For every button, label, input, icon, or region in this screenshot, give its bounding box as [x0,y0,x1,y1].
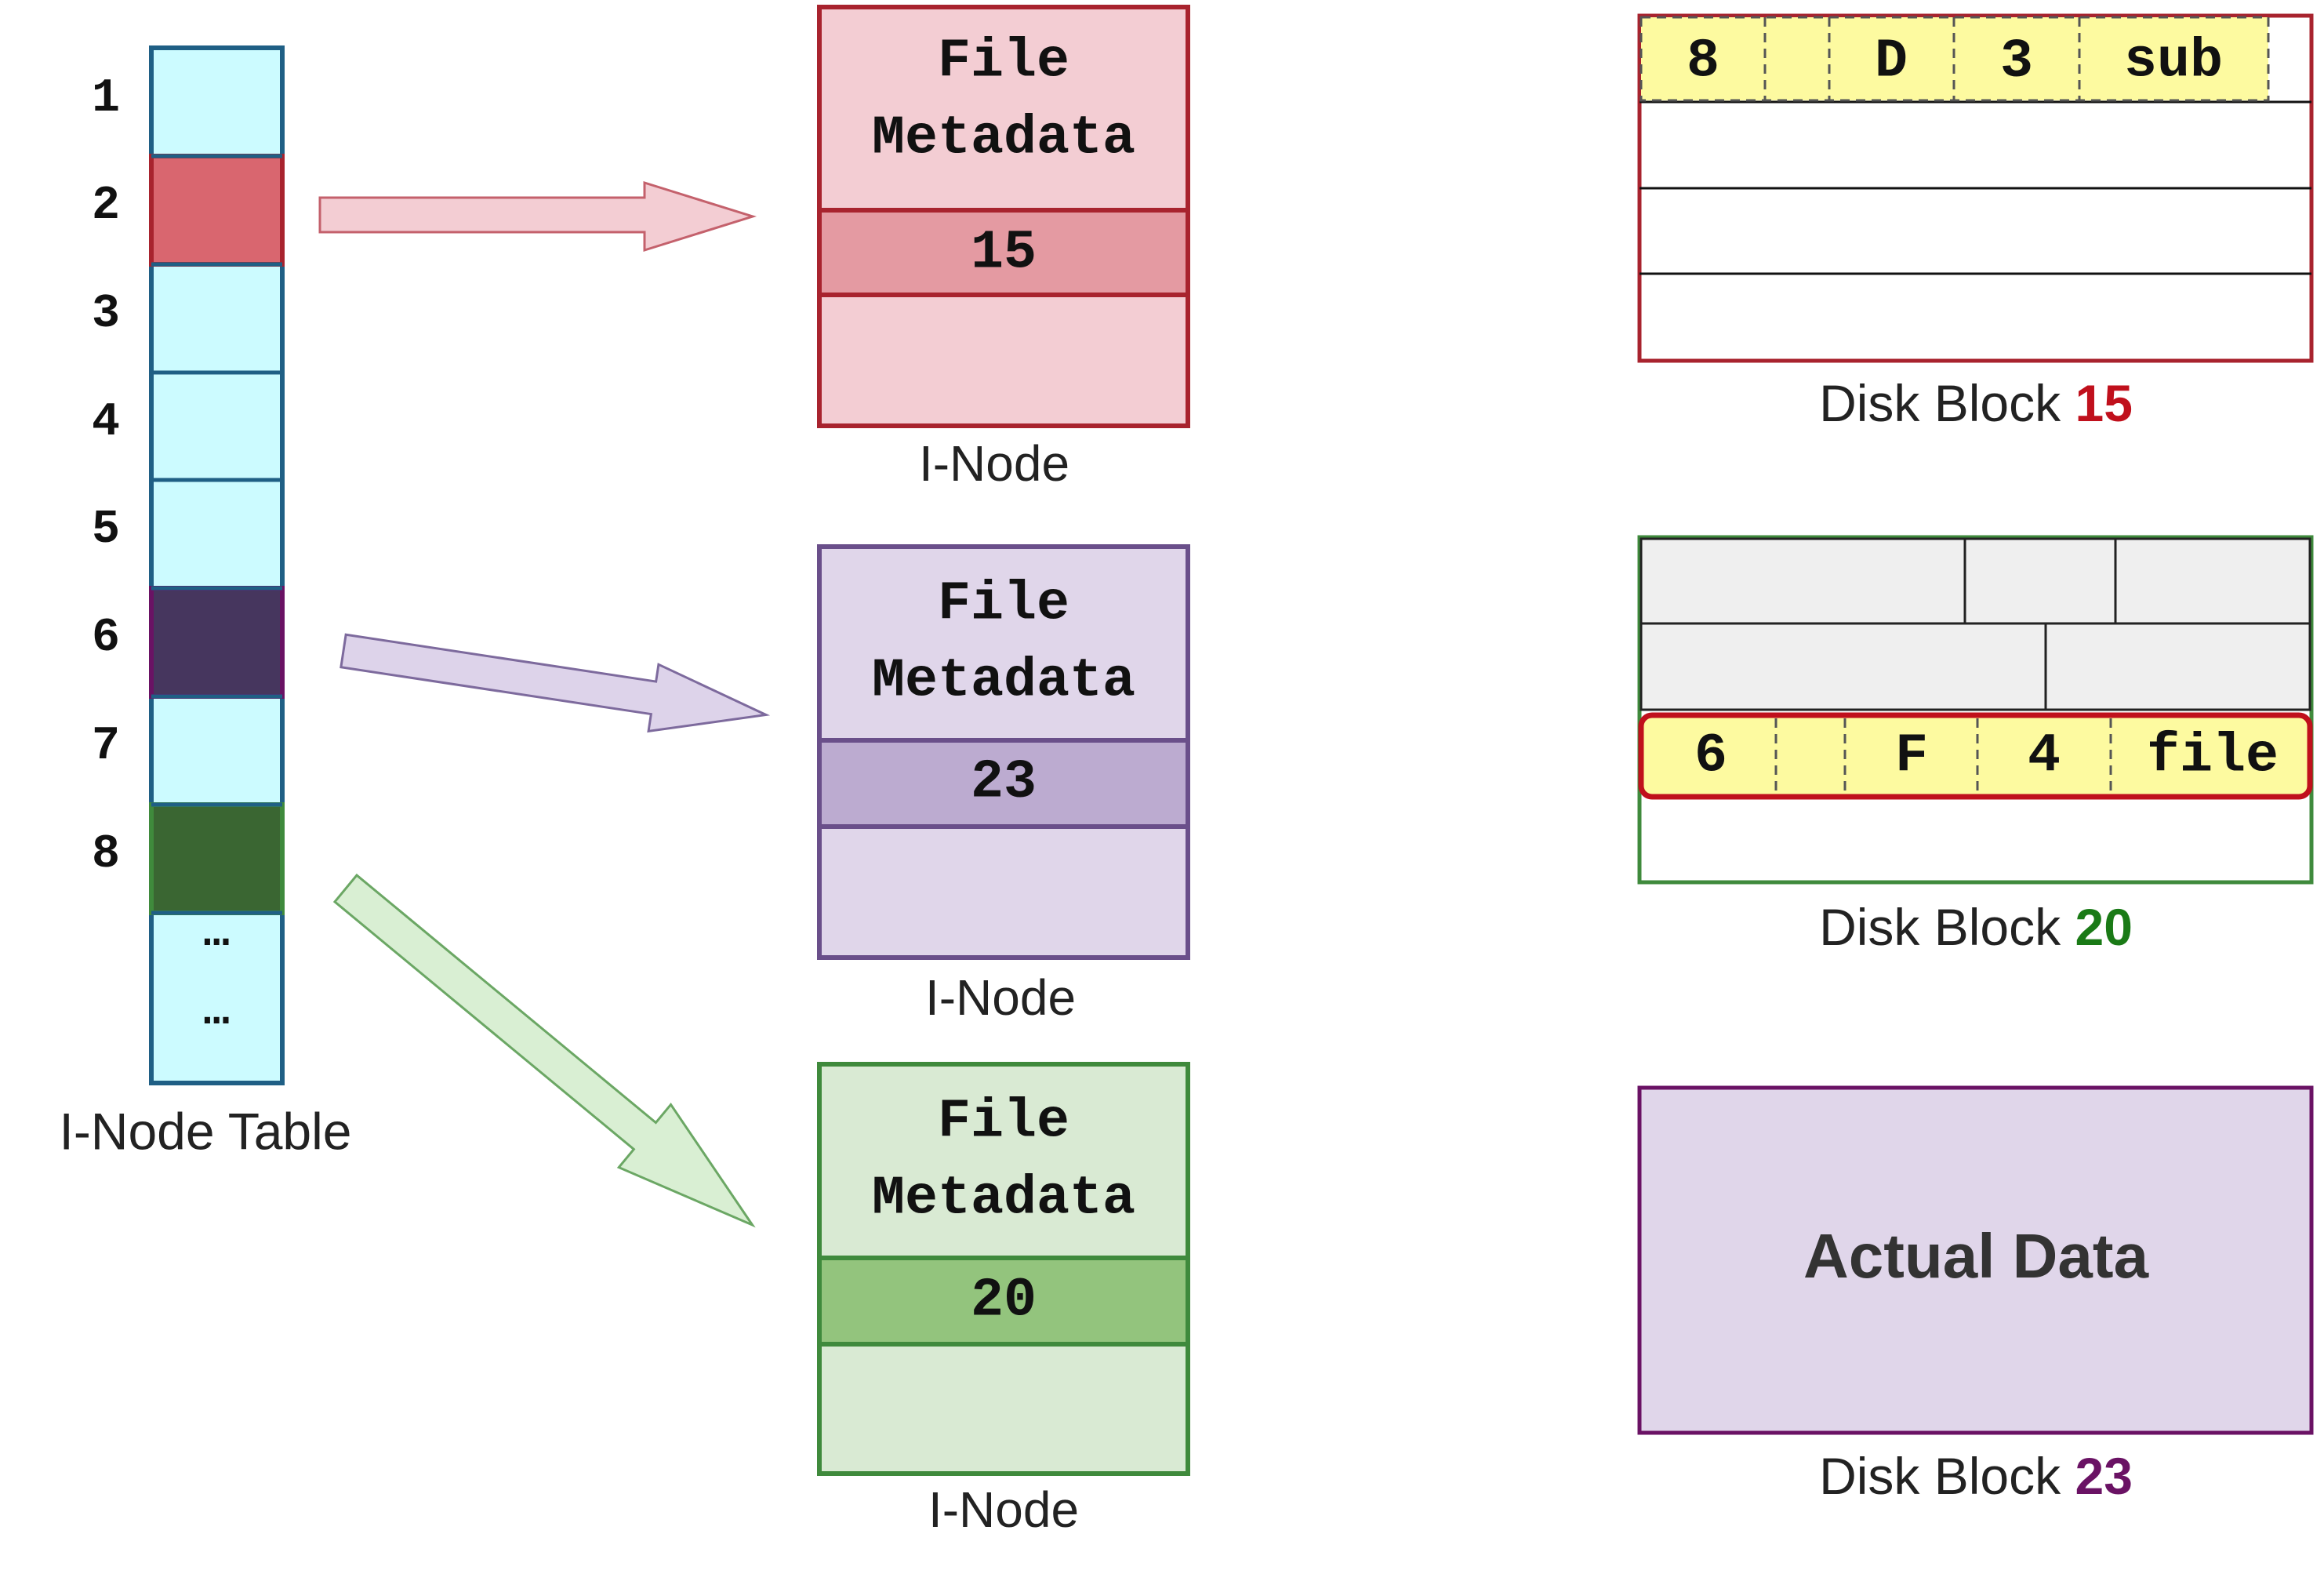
inode-23-caption: I-Node [925,969,1076,1026]
row-number-7: 7 [92,720,120,773]
table-ellipsis-1: … [203,908,230,958]
inode-15: File Metadata 15 I-Node [817,5,1190,492]
disk-block-15: 8 D 3 sub Disk Block 15 [1637,13,2314,432]
entry-file-type: F [1895,725,1928,787]
arrow-row2-to-inode15 [318,180,757,253]
entry-file-name: file [2147,725,2279,787]
entry-sub-length: 3 [2000,31,2033,93]
inode-15-pointer [817,208,1190,297]
entry-file-inode: 6 [1694,725,1727,787]
entry-sub-name: sub [2124,31,2223,93]
table-ellipsis-2: … [203,987,230,1037]
arrow-row6-to-inode23 [340,633,771,733]
inode-table-row-2 [149,154,285,267]
inode-table: 1 2 3 4 5 6 7 8 … … I-Node Table [59,45,352,1160]
inode-23-metadata-line1: File [938,573,1069,635]
inode-23-block-number: 23 [971,751,1037,813]
row-number-1: 1 [92,72,120,125]
row-number-5: 5 [92,503,120,557]
inode-15-caption: I-Node [919,435,1069,492]
inode-23: File Metadata 23 I-Node [817,544,1190,1026]
inode-20: File Metadata 20 I-Node [817,1062,1190,1538]
inode-20-pointer [817,1256,1190,1347]
inode-table-caption: I-Node Table [59,1102,351,1160]
row-number-4: 4 [92,396,120,449]
entry-sub-type: D [1875,31,1908,93]
inode-20-metadata-line1: File [938,1091,1069,1153]
row-number-6: 6 [92,612,120,665]
row-number-2: 2 [92,180,120,233]
entry-file-length: 4 [2028,725,2061,787]
disk-block-20-caption: Disk Block 20 [1819,898,2133,956]
disk-block-15-caption: Disk Block 15 [1819,374,2133,432]
inode-15-metadata-line1: File [938,31,1069,93]
inode-15-block-number: 15 [971,222,1037,284]
inode-20-block-number: 20 [971,1270,1037,1332]
inode-23-metadata-line2: Metadata [872,650,1135,712]
inode-20-caption: I-Node [928,1481,1079,1538]
disk-block-23: Actual Data Disk Block 23 [1637,1085,2314,1505]
actual-data-label: Actual Data [1803,1221,2149,1291]
arrow-row8-to-inode20 [332,873,756,1228]
row-number-3: 3 [92,288,120,341]
disk-block-23-caption: Disk Block 23 [1819,1447,2133,1505]
directory-entry-sub: 8 D 3 sub [1640,16,2270,102]
directory-entry-file: 6 F 4 file [1638,712,2313,800]
row-number-8: 8 [92,828,120,881]
inode-table-row-8 [149,802,285,915]
inode-23-pointer [817,738,1190,829]
inode-20-metadata-line2: Metadata [872,1168,1135,1230]
entry-sub-inode: 8 [1687,31,1719,93]
inode-table-row-6 [149,586,285,699]
disk-block-20: 6 F 4 file Disk Block 20 [1637,535,2314,956]
inode-15-metadata-line2: Metadata [872,107,1135,169]
